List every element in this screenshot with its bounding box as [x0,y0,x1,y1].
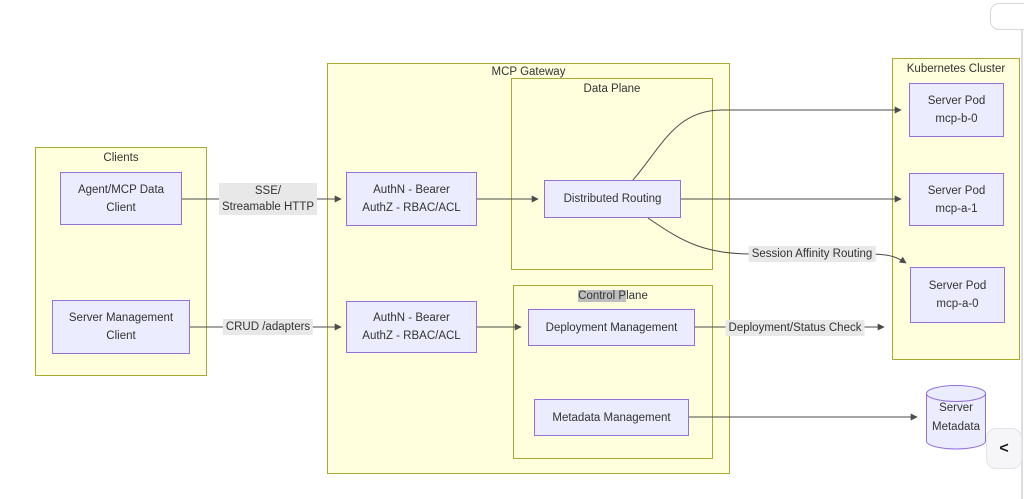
cluster-mcp-gateway-label: MCP Gateway [491,66,566,78]
node-auth-control-plane[interactable]: AuthN - Bearer AuthZ - RBAC/ACL [346,301,477,353]
edge-label-crud-adapters: CRUD /adapters [222,319,314,335]
node-label: AuthN - Bearer [373,312,450,324]
node-label: AuthZ - RBAC/ACL [362,202,461,214]
node-label: Server Pod [927,184,986,197]
edge-label-deployment-status-check: Deployment/Status Check [725,320,865,336]
control-plane-highlighted-text: Control [578,290,627,302]
node-label: Server Metadata [926,399,986,437]
node-auth-data-plane[interactable]: AuthN - Bearer AuthZ - RBAC/ACL [346,172,477,226]
node-server-pod-mcp-a-0[interactable]: Server Pod mcp-a-0 [910,267,1005,323]
chevron-left-icon: < [999,439,1009,457]
panel-collapse-button[interactable]: < [986,428,1022,469]
node-server-pod-mcp-a-1[interactable]: Server Pod mcp-a-1 [909,173,1004,226]
node-label-line: Server [939,402,973,414]
edge-label-line: Streamable HTTP [221,201,315,213]
node-label: mcp-a-1 [935,202,978,215]
cluster-data-plane: Data Plane [511,78,713,270]
node-label: Deployment Management [545,321,678,334]
panel-top-button[interactable] [990,3,1024,30]
node-label: Agent/MCP Data [77,183,165,196]
node-label: mcp-b-0 [935,113,978,125]
node-label: mcp-a-0 [936,298,979,310]
node-label-line: Metadata [932,421,980,433]
cluster-clients-label: Clients [103,152,139,164]
node-server-management-client[interactable]: Server Management Client [52,300,190,354]
node-label: Distributed Routing [563,193,662,205]
node-distributed-routing[interactable]: Distributed Routing [544,180,681,218]
node-label: AuthN - Bearer [373,184,450,196]
node-label: Server Management [68,312,174,324]
node-server-metadata-db[interactable]: Server Metadata [926,385,986,450]
cluster-control-plane-label: Control Plane [514,290,712,302]
cluster-kubernetes-label: Kubernetes Cluster [906,63,1006,75]
edge-label-session-affinity-routing: Session Affinity Routing [748,246,876,262]
node-server-pod-mcp-b-0[interactable]: Server Pod mcp-b-0 [909,83,1004,137]
edge-label-line: SSE/ [254,185,282,197]
node-deployment-management[interactable]: Deployment Management [528,309,695,346]
node-label: Server Pod [927,95,986,107]
node-agent-mcp-data-client[interactable]: Agent/MCP Data Client [60,172,182,225]
node-label: Client [106,201,136,214]
edge-label-sse-streamable-http: SSE/ Streamable HTTP [218,183,318,215]
node-label: Metadata Management [552,411,671,424]
node-label: AuthZ - RBAC/ACL [362,330,461,342]
panel-divider-line [1021,29,1023,499]
node-metadata-management[interactable]: Metadata Management [534,399,689,436]
node-label: Server Pod [928,280,987,292]
node-label: Client [106,330,136,342]
cluster-data-plane-label: Data Plane [583,83,641,95]
database-cylinder-icon [926,385,986,450]
control-plane-rest-text: Plane [618,290,648,302]
